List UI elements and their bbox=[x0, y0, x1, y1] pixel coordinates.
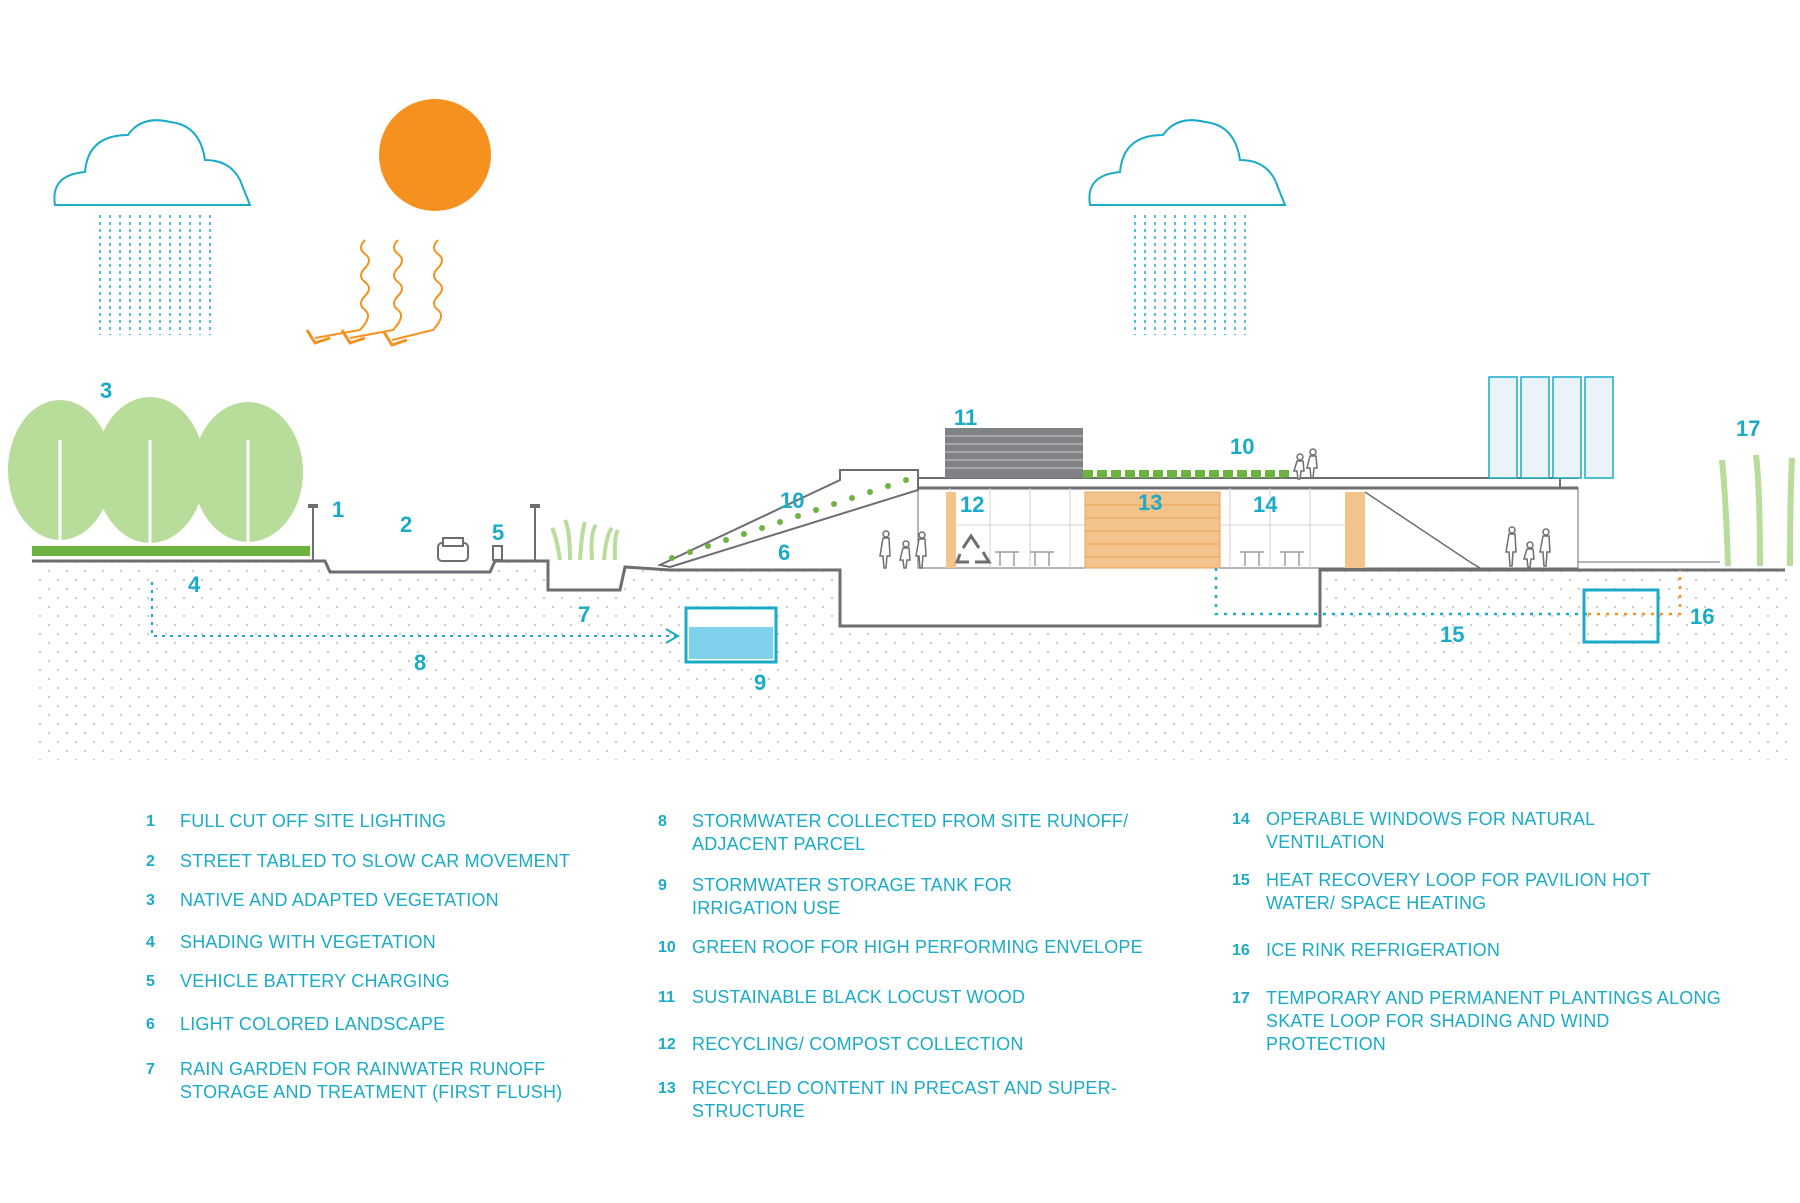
legend-text: STORMWATER STORAGE TANK FOR IRRIGATION U… bbox=[692, 875, 1013, 918]
legend-number: 3 bbox=[146, 892, 155, 909]
light-pole-icon bbox=[308, 504, 318, 561]
vegetation-strip bbox=[32, 546, 310, 556]
black-locust-wood-box bbox=[945, 428, 1083, 478]
callout-5: 5 bbox=[492, 520, 504, 545]
callout-17: 17 bbox=[1736, 416, 1760, 441]
legend-number: 5 bbox=[146, 973, 155, 990]
legend-text: LIGHT COLORED LANDSCAPE bbox=[180, 1014, 446, 1034]
legend-number: 14 bbox=[1232, 811, 1250, 828]
green-roof-top bbox=[1083, 470, 1289, 478]
legend-text: RAIN GARDEN FOR RAINWATER RUNOFF STORAGE… bbox=[180, 1059, 563, 1102]
legend-text: GREEN ROOF FOR HIGH PERFORMING ENVELOPE bbox=[692, 937, 1143, 957]
reed-icon bbox=[1719, 454, 1795, 567]
callout-7: 7 bbox=[578, 602, 590, 627]
recycle-icon bbox=[954, 533, 992, 564]
legend-number: 11 bbox=[658, 989, 675, 1006]
sun-ray-icon bbox=[305, 239, 443, 347]
rain-icon bbox=[1134, 215, 1246, 335]
legend-number: 4 bbox=[146, 934, 155, 951]
legend-text: TEMPORARY AND PERMANENT PLANTINGS ALONG … bbox=[1266, 988, 1721, 1054]
wood-column bbox=[1345, 492, 1365, 568]
person-icon bbox=[879, 448, 1551, 569]
legend-text: SHADING WITH VEGETATION bbox=[180, 932, 436, 952]
sun-icon bbox=[379, 99, 491, 211]
reed-icon bbox=[550, 519, 620, 561]
legend-number: 7 bbox=[146, 1061, 155, 1078]
solar-panel-icon bbox=[1488, 376, 1614, 479]
legend-text: ICE RINK REFRIGERATION bbox=[1266, 940, 1501, 960]
site-section-diagram: 1 2 3 4 5 6 7 8 9 10 10 11 12 13 14 15 1… bbox=[8, 99, 1795, 760]
callout-15: 15 bbox=[1440, 622, 1464, 647]
legend-text: STREET TABLED TO SLOW CAR MOVEMENT bbox=[180, 851, 571, 871]
callout-16: 16 bbox=[1690, 604, 1714, 629]
legend-number: 16 bbox=[1232, 942, 1250, 959]
car-icon bbox=[437, 537, 469, 562]
cloud-icon bbox=[1088, 119, 1287, 206]
legend-number: 17 bbox=[1232, 990, 1250, 1007]
callout-2: 2 bbox=[400, 512, 412, 537]
legend-number: 6 bbox=[146, 1016, 155, 1033]
callout-10-roof: 10 bbox=[1230, 434, 1254, 459]
green-roof-ramp bbox=[669, 477, 909, 561]
legend-text: VEHICLE BATTERY CHARGING bbox=[180, 971, 450, 991]
callout-6: 6 bbox=[778, 540, 790, 565]
callout-8: 8 bbox=[414, 650, 426, 675]
callout-14: 14 bbox=[1253, 492, 1278, 517]
legend-text: SUSTAINABLE BLACK LOCUST WOOD bbox=[692, 987, 1026, 1007]
stormwater-pipe-arrow bbox=[665, 628, 680, 644]
charging-station bbox=[492, 545, 503, 561]
stormwater-tank bbox=[684, 606, 778, 664]
legend-text: HEAT RECOVERY LOOP FOR PAVILION HOT WATE… bbox=[1266, 870, 1651, 913]
pavilion-building bbox=[917, 477, 1579, 569]
soil-ground bbox=[32, 561, 1790, 760]
callout-3: 3 bbox=[100, 378, 112, 403]
legend-text: STORMWATER COLLECTED FROM SITE RUNOFF/ A… bbox=[692, 811, 1129, 854]
legend-number: 9 bbox=[658, 877, 667, 894]
legend-text: RECYCLED CONTENT IN PRECAST AND SUPER-ST… bbox=[692, 1078, 1118, 1121]
callout-4: 4 bbox=[188, 572, 201, 597]
rain-icon bbox=[99, 215, 211, 335]
legend-text: OPERABLE WINDOWS FOR NATURAL VENTILATION bbox=[1266, 809, 1595, 852]
legend-text: FULL CUT OFF SITE LIGHTING bbox=[180, 811, 447, 831]
legend-number: 1 bbox=[146, 813, 155, 830]
wood-column bbox=[946, 492, 956, 568]
tree-icon bbox=[95, 397, 205, 555]
callout-13: 13 bbox=[1138, 490, 1162, 515]
ice-rink-refrigeration-box bbox=[1582, 588, 1660, 644]
ice-rink-loop bbox=[1588, 570, 1682, 616]
light-pole-icon bbox=[530, 504, 540, 561]
ground-line bbox=[32, 559, 1785, 628]
callout-9: 9 bbox=[754, 670, 766, 695]
legend-number: 15 bbox=[1232, 872, 1250, 889]
cloud-icon bbox=[53, 119, 252, 206]
legend-number: 12 bbox=[658, 1036, 676, 1053]
callout-10-ramp: 10 bbox=[780, 488, 804, 513]
legend-number: 10 bbox=[658, 939, 676, 956]
legend-text: NATIVE AND ADAPTED VEGETATION bbox=[180, 890, 499, 910]
callout-1: 1 bbox=[332, 497, 344, 522]
heat-recovery-loop bbox=[1214, 568, 1588, 616]
callout-11: 11 bbox=[954, 405, 977, 430]
stormwater-pipe bbox=[151, 582, 676, 637]
tree-icon bbox=[8, 400, 112, 555]
callout-12: 12 bbox=[960, 492, 984, 517]
legend-number: 2 bbox=[146, 853, 155, 870]
tree-icon bbox=[193, 402, 303, 555]
legend-number: 13 bbox=[658, 1080, 676, 1097]
legend-number: 8 bbox=[658, 813, 667, 830]
upper-deck bbox=[1283, 477, 1570, 489]
legend-text: RECYCLING/ COMPOST COLLECTION bbox=[692, 1034, 1024, 1054]
